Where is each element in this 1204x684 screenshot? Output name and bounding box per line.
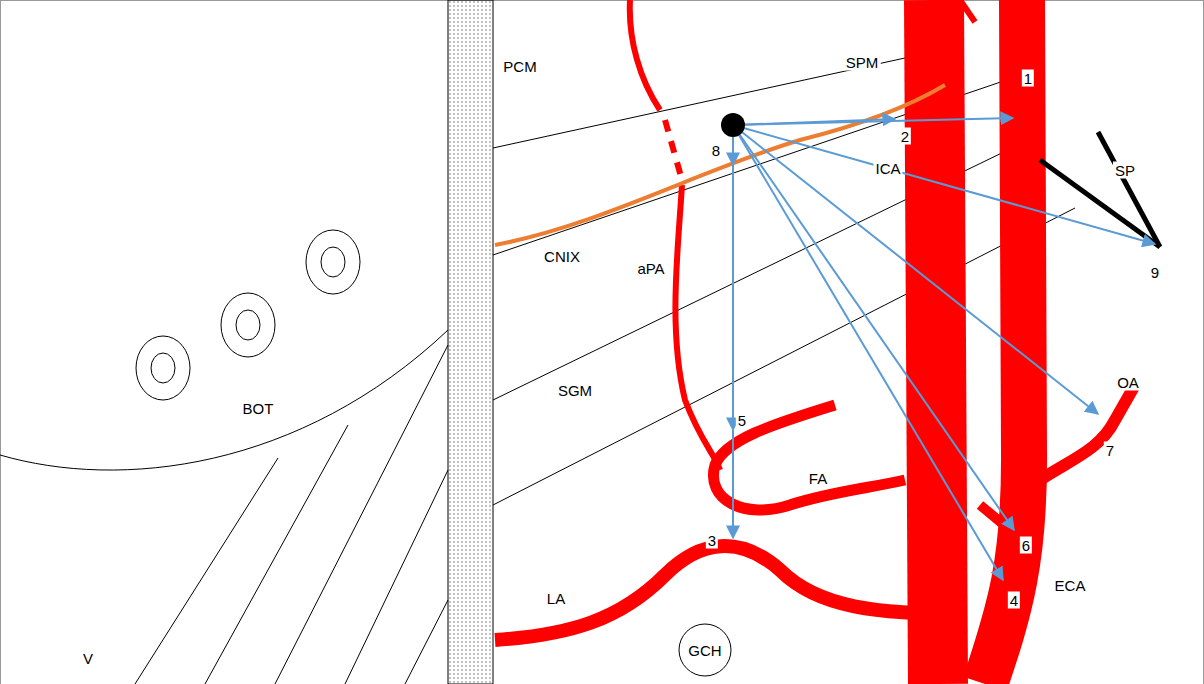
part-label: CNIX bbox=[542, 248, 582, 265]
part-label: LA bbox=[545, 590, 567, 607]
reference-point bbox=[721, 113, 745, 137]
part-label: PCM bbox=[501, 58, 538, 75]
styloid-process bbox=[1040, 132, 1160, 247]
gland-circle: GCH bbox=[678, 623, 732, 677]
node-label: GCH bbox=[688, 643, 721, 658]
part-label: ICA bbox=[873, 160, 902, 177]
tongue-base bbox=[0, 230, 448, 684]
part-label: aPA bbox=[635, 260, 666, 277]
vessels bbox=[495, 0, 1135, 684]
callout-number: 3 bbox=[706, 532, 718, 549]
callout-number: 1 bbox=[1022, 70, 1034, 87]
nerve bbox=[495, 85, 945, 245]
part-label: OA bbox=[1115, 374, 1141, 391]
part-label: FA bbox=[807, 470, 829, 487]
part-label: SGM bbox=[556, 382, 594, 399]
callout-number: 9 bbox=[1149, 264, 1161, 281]
part-label: SPM bbox=[844, 54, 881, 71]
dotted-band bbox=[448, 0, 493, 684]
part-label: ECA bbox=[1053, 577, 1088, 594]
callout-number: 4 bbox=[1008, 592, 1020, 609]
callout-number: 2 bbox=[899, 128, 911, 145]
callout-number: 5 bbox=[736, 412, 748, 429]
part-label: SP bbox=[1113, 162, 1137, 179]
callout-number: 8 bbox=[710, 142, 722, 159]
measurement-arrows bbox=[733, 118, 1155, 580]
callout-number: 6 bbox=[1020, 537, 1032, 554]
muscle-layers bbox=[493, 58, 1075, 505]
part-label: BOT bbox=[241, 400, 276, 417]
callout-number: 7 bbox=[1104, 442, 1116, 459]
part-label: V bbox=[81, 650, 95, 667]
